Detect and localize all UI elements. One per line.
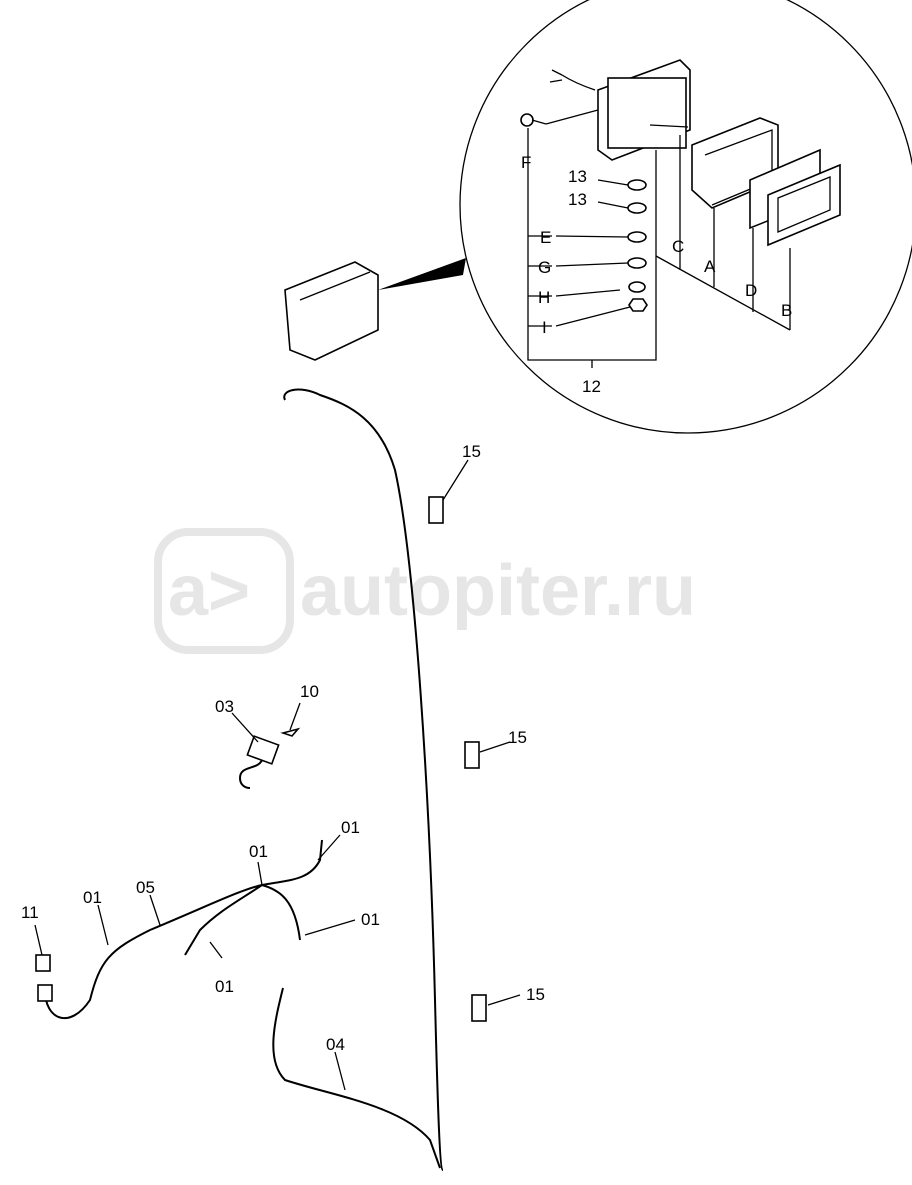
label-A: A [704,257,716,276]
label-01: 01 [215,977,234,996]
label-B: B [781,301,792,320]
bracket-15 [471,994,487,1022]
bracket-15 [428,496,444,524]
label-G: G [538,258,551,277]
watermark-text: autopiter.ru [300,551,696,631]
label-15: 15 [508,728,527,747]
label-01: 01 [341,818,360,837]
washer-stack [627,179,648,312]
harness-long [283,388,444,1171]
label-03: 03 [215,697,234,716]
label-C: C [672,237,684,256]
label-12: 12 [582,377,601,396]
label-11: 11 [21,903,39,922]
harness-04 [272,987,441,1169]
part-10 [280,727,301,737]
label-I: I [542,318,547,337]
label-13: 13 [568,190,587,209]
connector-11 [35,954,51,972]
detail-view-lamp: F 13 13 E G H I 12 C A D B [378,0,912,434]
connector [37,984,53,1002]
label-01: 01 [361,910,380,929]
part-03-switch [238,735,280,789]
label-D: D [745,281,757,300]
label-05: 05 [136,878,155,897]
label-01: 01 [249,842,268,861]
label-15: 15 [526,985,545,1004]
label-H: H [538,288,550,307]
label-15: 15 [462,442,481,461]
label-13: 13 [568,167,587,186]
label-F: F [521,153,531,172]
label-10: 10 [300,682,319,701]
bracket-15 [464,741,480,769]
label-01: 01 [83,888,102,907]
watermark: a> autopiter.ru [154,528,696,654]
watermark-logo: a> [168,551,250,631]
label-04: 04 [326,1035,345,1054]
harness-05 [44,839,323,1020]
work-lamp [284,261,379,361]
label-E: E [540,228,551,247]
